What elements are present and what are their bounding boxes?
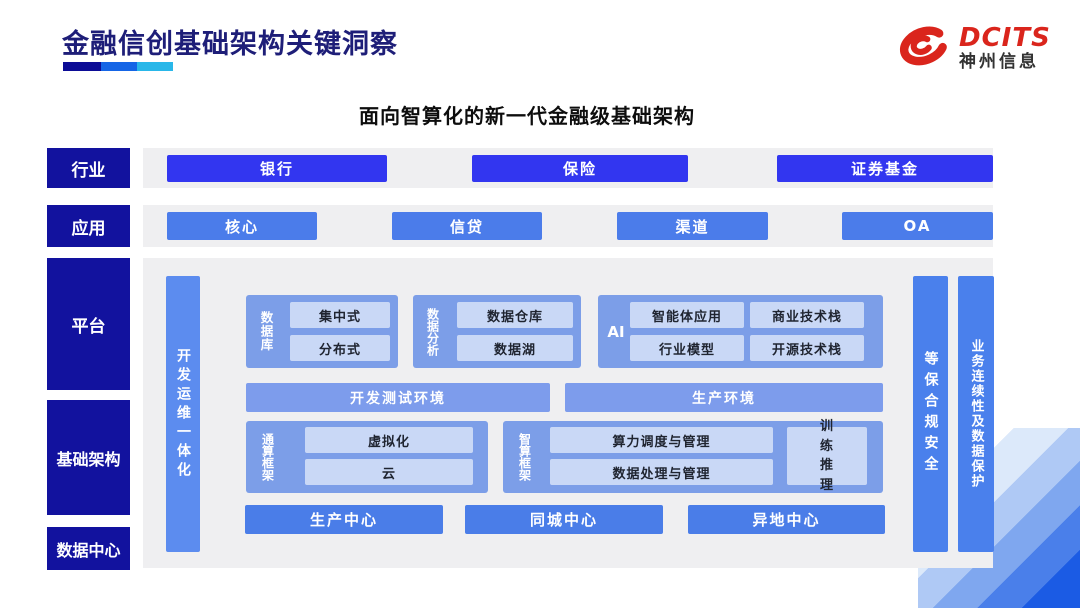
industry-item-bank: 银行 — [167, 155, 387, 182]
app-item-channel: 渠道 — [617, 212, 768, 240]
app-item-oa: OA — [842, 212, 993, 240]
analytics-item-lake: 数据湖 — [457, 335, 573, 361]
diagram-subtitle: 面向智算化的新一代金融级基础架构 — [359, 104, 695, 128]
env-bar-production: 生产环境 — [565, 383, 883, 412]
database-group: 数据库 集中式 分布式 — [246, 295, 398, 368]
center-same-city: 同城中心 — [465, 505, 663, 534]
analytics-group-label: 数据分析 — [425, 307, 440, 356]
side-label-application: 应用 — [47, 205, 130, 247]
logo-brand-text: DCITS — [959, 23, 1051, 54]
training-inference-label: 训练推理 — [819, 419, 834, 493]
db-item-distributed: 分布式 — [290, 335, 390, 361]
logo-company-name: 神州信息 — [959, 51, 1039, 72]
side-label-industry: 行业 — [47, 148, 130, 188]
industry-item-insurance: 保险 — [472, 155, 688, 182]
security-compliance-bar: 等保合规安全 — [913, 276, 948, 552]
devops-vertical-bar: 开发运维一体化 — [166, 276, 200, 552]
center-production: 生产中心 — [245, 505, 443, 534]
side-label-infrastructure: 基础架构 — [47, 400, 130, 515]
app-item-core: 核心 — [167, 212, 317, 240]
db-item-centralized: 集中式 — [290, 302, 390, 328]
analytics-group: 数据分析 数据仓库 数据湖 — [413, 295, 581, 368]
industry-item-securities-funds: 证券基金 — [777, 155, 993, 182]
general-compute-label: 通算框架 — [260, 433, 275, 481]
underline-segment-light — [137, 62, 173, 71]
gc-item-virtualization: 虚拟化 — [305, 427, 473, 453]
side-label-platform: 平台 — [47, 258, 130, 390]
logo-swirl-icon — [893, 16, 953, 80]
ai-item-commercial-stack: 商业技术栈 — [750, 302, 864, 328]
env-bar-devtest: 开发测试环境 — [246, 383, 550, 412]
title-underline — [63, 62, 173, 71]
ai-compute-group: 智算框架 算力调度与管理 数据处理与管理 训练推理 — [503, 419, 883, 493]
gc-item-cloud: 云 — [305, 459, 473, 485]
underline-segment-mid — [101, 62, 137, 71]
business-continuity-bar: 业务连续性及数据保护 — [958, 276, 994, 552]
ai-compute-label: 智算框架 — [517, 433, 532, 481]
ai-group-label: AI — [607, 322, 625, 341]
ai-group: AI 智能体应用 商业技术栈 行业模型 开源技术栈 — [598, 295, 883, 368]
company-logo: DCITS 神州信息 — [893, 16, 1051, 80]
analytics-item-warehouse: 数据仓库 — [457, 302, 573, 328]
side-label-datacenter: 数据中心 — [47, 527, 130, 570]
ac-item-data-management: 数据处理与管理 — [550, 459, 773, 485]
app-item-credit: 信贷 — [392, 212, 542, 240]
database-group-label: 数据库 — [258, 311, 274, 352]
page-title: 金融信创基础架构关键洞察 — [62, 29, 398, 60]
ac-item-training-inference: 训练推理 — [787, 419, 867, 493]
underline-segment-dark — [63, 62, 101, 71]
general-compute-group: 通算框架 虚拟化 云 — [246, 421, 488, 493]
ai-item-agent-apps: 智能体应用 — [630, 302, 744, 328]
ac-item-compute-scheduling: 算力调度与管理 — [550, 427, 773, 453]
ai-item-opensource-stack: 开源技术栈 — [750, 335, 864, 361]
ai-item-industry-models: 行业模型 — [630, 335, 744, 361]
center-remote: 异地中心 — [688, 505, 885, 534]
